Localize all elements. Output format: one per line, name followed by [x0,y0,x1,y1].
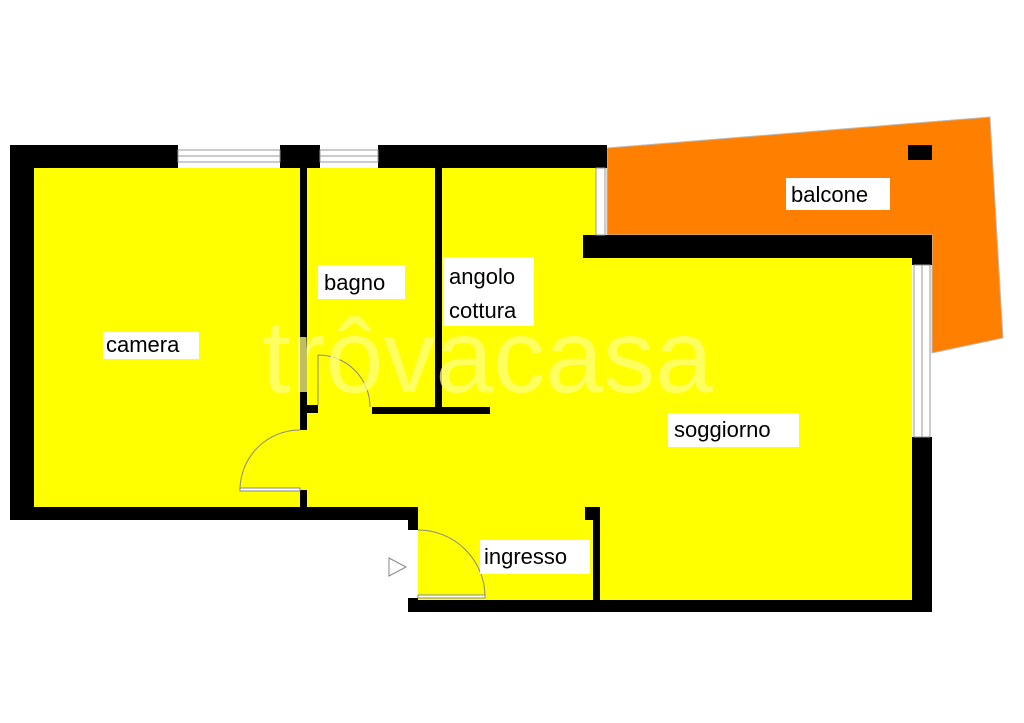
balcony-pillar [908,145,932,160]
room-label-angolo: angolo [449,264,515,289]
entrance-arrow-icon [388,557,408,577]
doors [239,354,486,599]
room-label-soggiorno: soggiorno [674,417,771,442]
window-cucina [595,167,606,236]
door-ingresso [417,529,486,598]
room-label-cottura: cottura [449,298,517,323]
apartment-floor [34,168,912,600]
room-label-bagno: bagno [324,270,385,295]
room-label-balcone: balcone [791,182,868,207]
door-bagno [317,354,371,408]
walls [10,145,932,612]
room-label-camera: camera [106,332,180,357]
door-camera [239,429,301,491]
windows [177,149,931,438]
room-label-ingresso: ingresso [484,544,567,569]
